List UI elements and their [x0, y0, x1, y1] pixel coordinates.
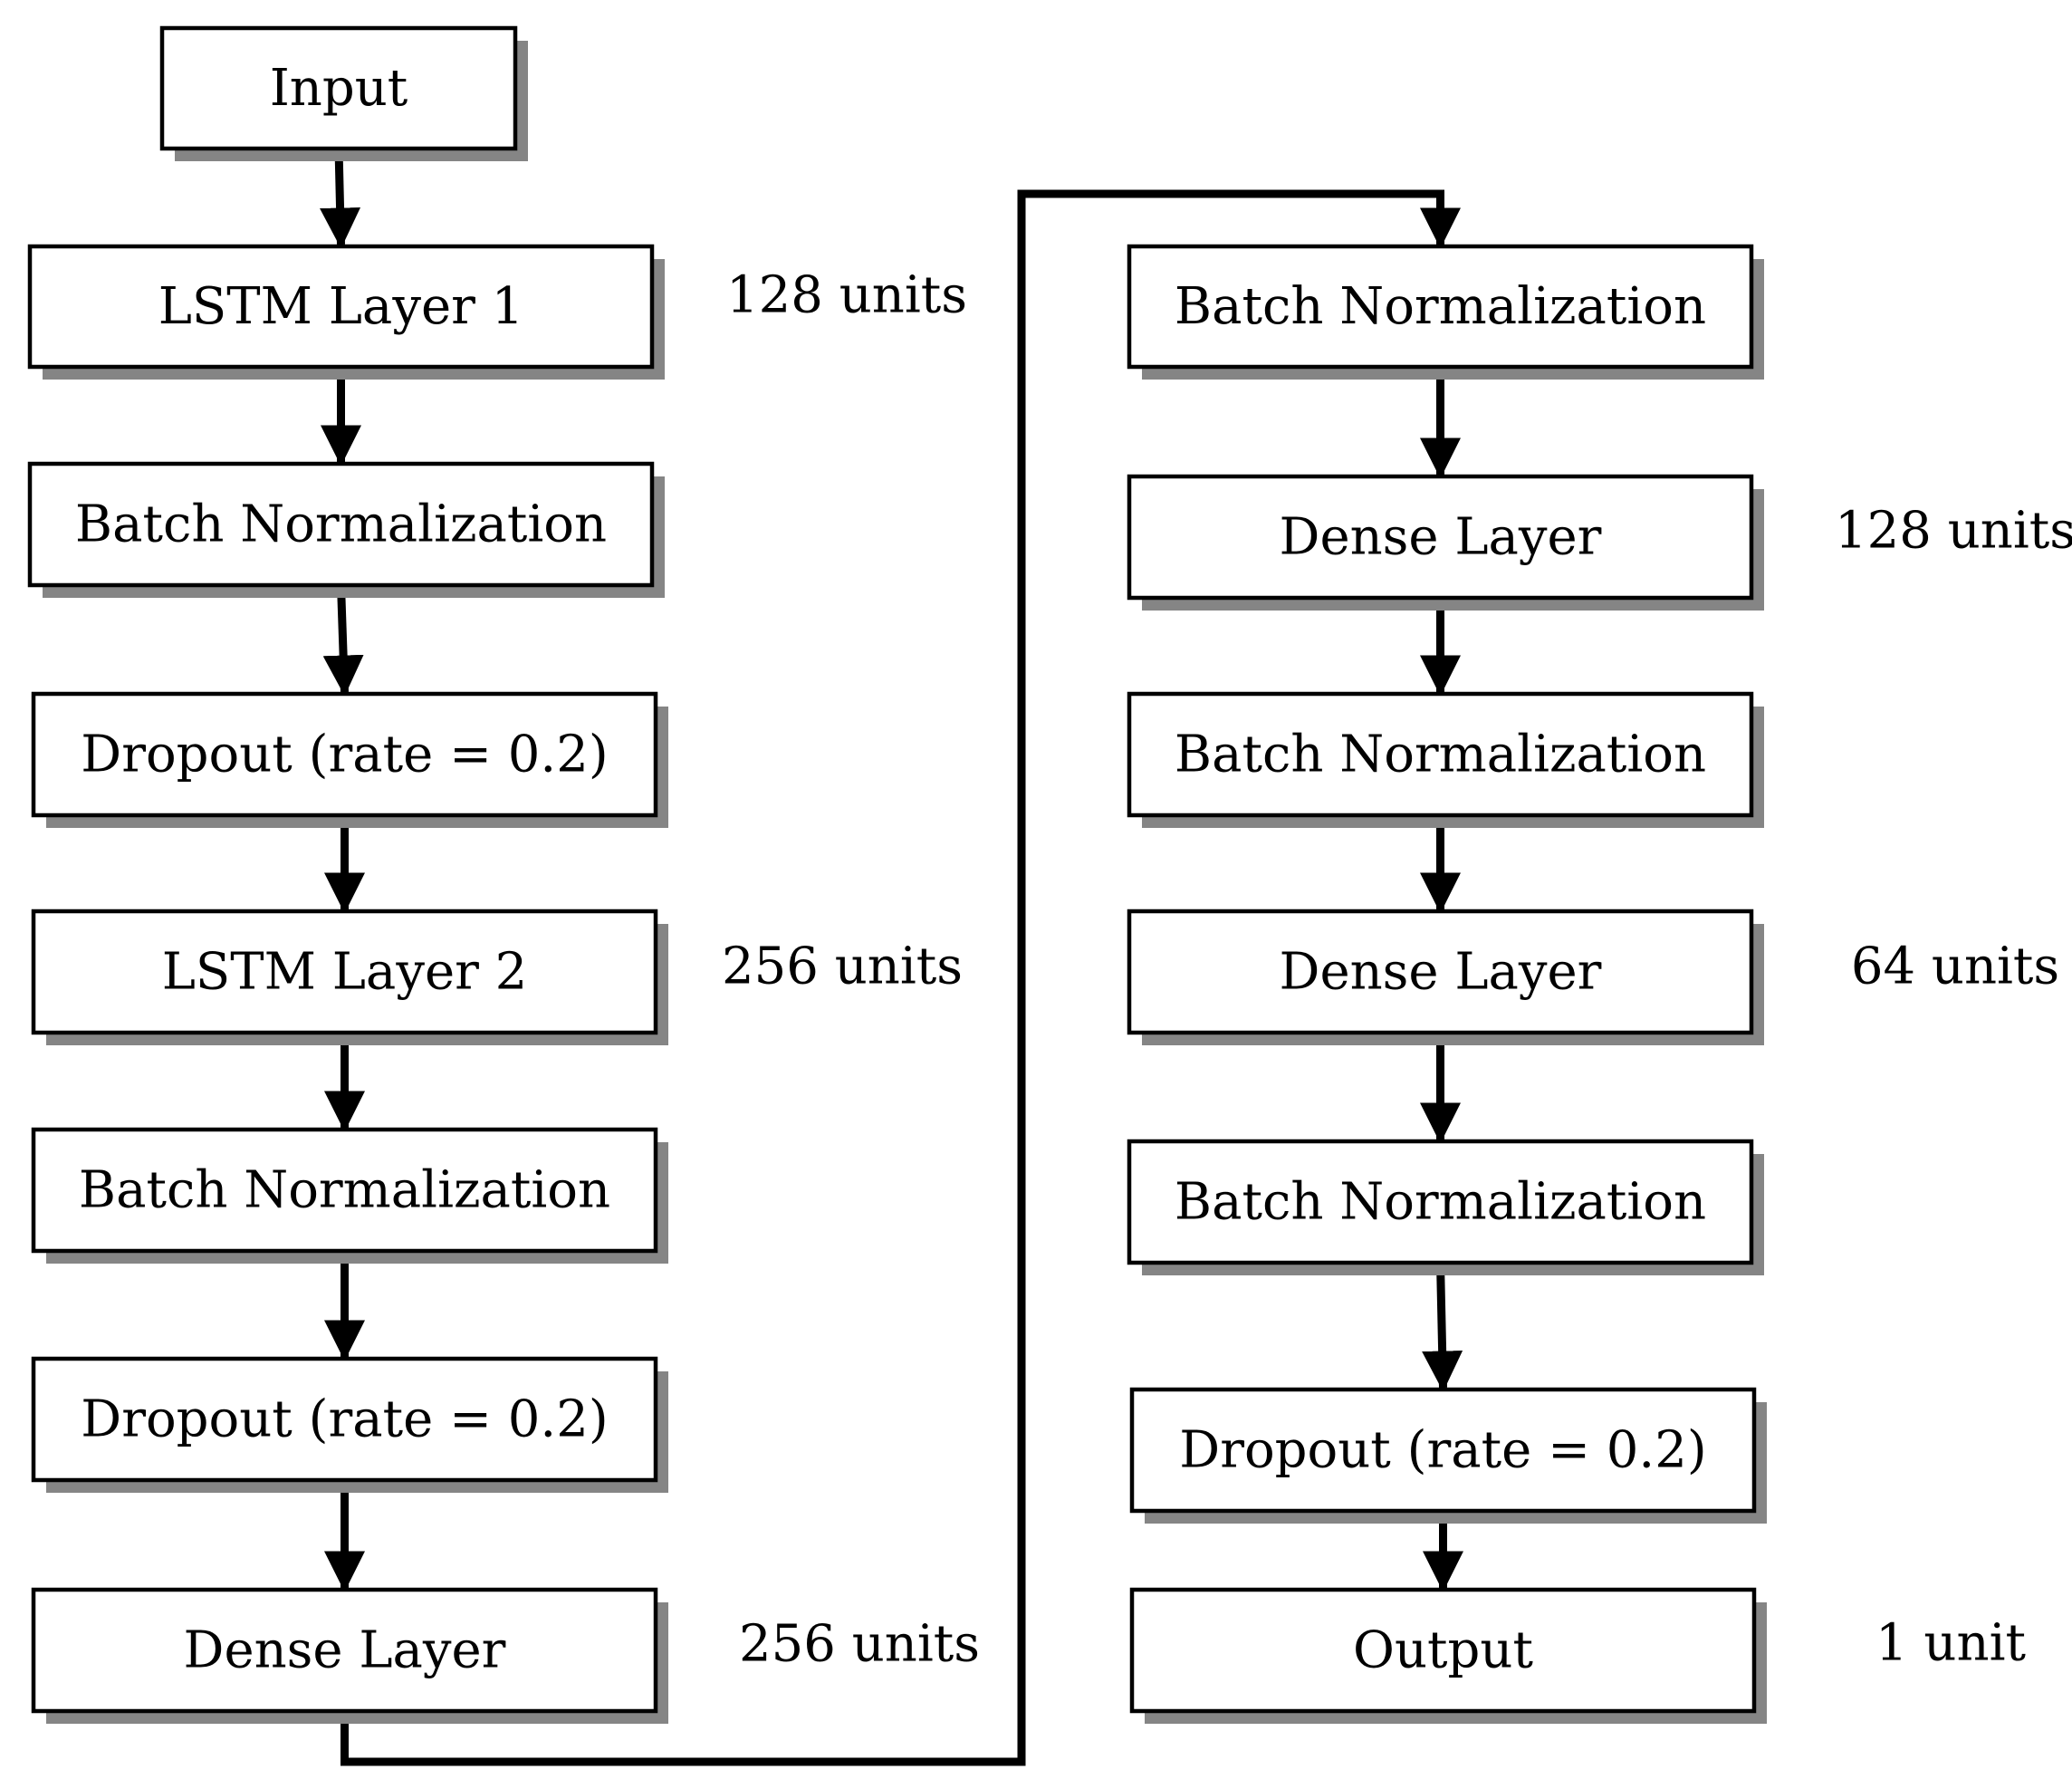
- layer-box-bn5: Batch Normalization: [1127, 1139, 1764, 1275]
- units-label-dense2: 128 units: [1835, 502, 2072, 561]
- layer-label: Dropout (rate = 0.2): [81, 726, 608, 784]
- layer-box-bn1: Batch Normalization: [27, 461, 665, 598]
- unit-annotations: 128 units 256 units 256 units 128 units 64 u…: [722, 266, 2072, 1674]
- layer-box-dense2: Dense Layer: [1127, 474, 1764, 611]
- box-frame: [31, 1127, 658, 1254]
- layer-box-lstm2: LSTM Layer 2: [31, 909, 668, 1045]
- layer-box-input: Input: [159, 25, 528, 161]
- layer-label: Dense Layer: [184, 1621, 506, 1680]
- arrow-bn1-to-drop1: [322, 584, 364, 697]
- layer-box-bn3: Batch Normalization: [1127, 244, 1764, 380]
- units-label-output: 1 unit: [1875, 1614, 2026, 1673]
- layer-label: Batch Normalization: [1175, 1173, 1706, 1232]
- units-label-dense3: 64 units: [1851, 938, 2059, 996]
- layer-box-lstm1: LSTM Layer 1: [27, 244, 665, 380]
- units-label-dense1: 256 units: [739, 1615, 980, 1674]
- box-frame: [159, 25, 518, 151]
- box-frame: [31, 1356, 658, 1483]
- connectors: [320, 148, 1463, 1766]
- units-label-lstm2: 256 units: [722, 938, 963, 996]
- layer-box-output: Output: [1129, 1587, 1767, 1724]
- box-frame: [1127, 244, 1754, 370]
- layer-label: Input: [270, 59, 408, 118]
- box-frame: [1127, 691, 1754, 818]
- layer-label: Batch Normalization: [79, 1161, 610, 1220]
- arrow-dense1-to-bn3: [341, 189, 1461, 1766]
- layer-label: Dropout (rate = 0.2): [81, 1390, 608, 1449]
- box-frame: [1127, 474, 1754, 601]
- box-frame: [31, 909, 658, 1035]
- layer-box-dense1: Dense Layer: [31, 1587, 668, 1724]
- box-frame: [31, 1587, 658, 1714]
- layer-label: Batch Normalization: [75, 495, 607, 554]
- layer-label: Output: [1353, 1621, 1533, 1680]
- box-frame: [27, 244, 655, 370]
- layer-label: Dropout (rate = 0.2): [1179, 1421, 1706, 1480]
- box-frame: [31, 691, 658, 818]
- layer-label: Dense Layer: [1280, 943, 1602, 1002]
- layer-label: Dense Layer: [1280, 508, 1602, 567]
- arrow-bn5-to-drop3: [1422, 1262, 1463, 1392]
- units-label-lstm1: 128 units: [726, 266, 967, 325]
- layer-label: Batch Normalization: [1175, 726, 1706, 784]
- layer-label: Batch Normalization: [1175, 277, 1706, 336]
- layer-box-bn4: Batch Normalization: [1127, 691, 1764, 828]
- box-frame: [1129, 1587, 1757, 1714]
- box-frame: [1127, 909, 1754, 1035]
- layer-box-dense3: Dense Layer: [1127, 909, 1764, 1045]
- layer-label: LSTM Layer 1: [158, 277, 524, 336]
- layer-box-bn2: Batch Normalization: [31, 1127, 668, 1264]
- box-frame: [27, 461, 655, 588]
- layer-box-drop1: Dropout (rate = 0.2): [31, 691, 668, 828]
- layer-label: LSTM Layer 2: [162, 943, 528, 1002]
- box-frame: [1129, 1387, 1757, 1514]
- layer-box-drop3: Dropout (rate = 0.2): [1129, 1387, 1767, 1524]
- layer-box-drop2: Dropout (rate = 0.2): [31, 1356, 668, 1493]
- arrow-input-to-lstm1: [320, 148, 361, 249]
- box-frame: [1127, 1139, 1754, 1265]
